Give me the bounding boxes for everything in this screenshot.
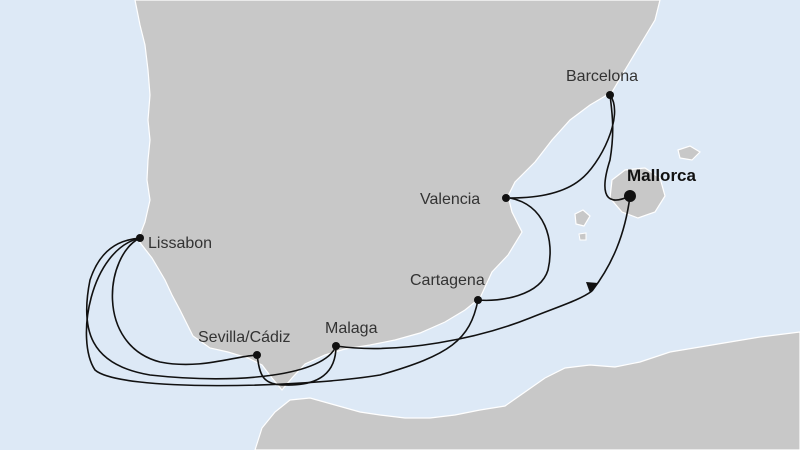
label-malaga: Malaga — [325, 320, 378, 337]
menorca-island — [677, 145, 701, 161]
marker-cartagena — [474, 296, 482, 304]
marker-sevilla-cadiz — [253, 351, 261, 359]
route-valencia-cartagena — [477, 197, 551, 302]
route-malaga-mallorca — [335, 290, 593, 350]
route-mallorca-arrival — [591, 195, 631, 292]
iberian-peninsula — [134, 0, 661, 391]
port-markers — [136, 91, 636, 359]
mallorca-island — [609, 167, 666, 219]
label-valencia: Valencia — [420, 191, 480, 208]
cruise-route — [85, 94, 631, 387]
marker-lissabon — [136, 234, 144, 242]
marker-barcelona — [606, 91, 614, 99]
route-lissabon-sevilla — [111, 237, 258, 366]
route-direction-arrow — [586, 282, 598, 293]
route-cartagena-lissabon — [85, 237, 479, 387]
route-malaga-lissabon — [85, 237, 337, 380]
route-barcelona-valencia — [509, 94, 616, 199]
label-sevilla-cadiz: Sevilla/Cádiz — [198, 329, 290, 346]
marker-valencia — [502, 194, 510, 202]
ibiza-island — [574, 209, 591, 227]
marker-malaga — [332, 342, 340, 350]
label-lissabon: Lissabon — [148, 235, 212, 252]
label-cartagena: Cartagena — [410, 272, 485, 289]
label-barcelona: Barcelona — [566, 68, 638, 85]
marker-mallorca — [624, 190, 636, 202]
formentera-island — [578, 232, 587, 241]
north-africa — [254, 331, 800, 450]
route-sevilla-malaga — [256, 345, 337, 386]
label-mallorca: Mallorca — [627, 166, 697, 185]
route-mallorca-barcelona — [604, 94, 631, 201]
